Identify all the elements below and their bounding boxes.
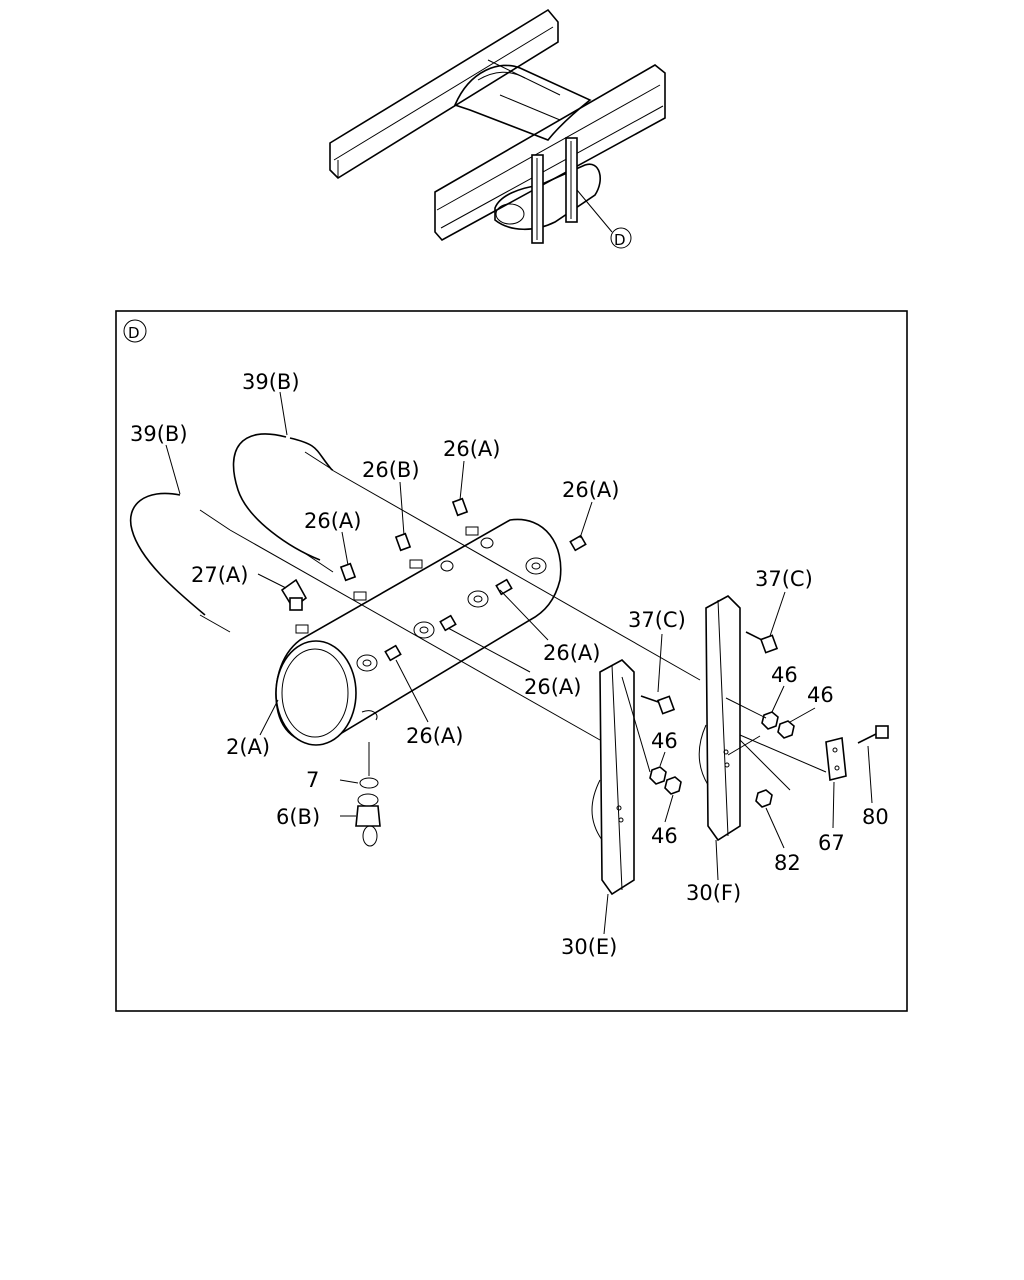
label-elbow: 27(A) [191, 563, 248, 587]
label-plug-a-left: 26(A) [304, 509, 361, 533]
label-drain-valve: 6(B) [276, 805, 320, 829]
bracket-f [698, 595, 741, 842]
label-hose-lower: 39(B) [130, 422, 188, 446]
leader-lines [165, 391, 873, 935]
hose-lower [129, 492, 601, 741]
nuts-46 [649, 711, 795, 808]
label-bolt-c-left: 37(C) [628, 608, 686, 632]
label-bolt-c-right: 37(C) [755, 567, 813, 591]
label-plug-a-mid2: 26(A) [524, 675, 581, 699]
plate-67 [825, 737, 847, 781]
chassis-overview [329, 8, 666, 249]
label-plug-a-right: 26(A) [562, 478, 619, 502]
bolt-37c-left [640, 695, 676, 715]
label-tank: 2(A) [226, 735, 270, 759]
air-tank [275, 518, 562, 746]
label-bracket-e: 30(E) [561, 935, 617, 959]
bolt-37c-right [745, 631, 779, 654]
label-nut-82: 82 [774, 851, 801, 875]
drain-valve [355, 793, 381, 847]
label-plug-a-mid1: 26(A) [543, 641, 600, 665]
label-bracket-f: 30(F) [686, 881, 741, 905]
label-plug-a-top: 26(A) [443, 437, 500, 461]
overview-callout: D [614, 231, 626, 249]
label-nut-46-c: 46 [651, 729, 678, 753]
washer [359, 777, 379, 789]
label-washer: 7 [306, 768, 319, 792]
detail-frame-label: D [128, 324, 140, 342]
label-nut-46-b: 46 [807, 683, 834, 707]
label-bolt-80: 80 [862, 805, 889, 829]
label-nut-46-a: 46 [771, 663, 798, 687]
label-plate-67: 67 [818, 831, 845, 855]
detail-frame [115, 310, 908, 1012]
label-nut-46-d: 46 [651, 824, 678, 848]
hose-upper [232, 433, 701, 681]
label-hose-upper: 39(B) [242, 370, 300, 394]
label-plug-a-front: 26(A) [406, 724, 463, 748]
bracket-e [591, 659, 635, 896]
bolt-80 [857, 725, 889, 744]
label-plug-b: 26(B) [362, 458, 420, 482]
